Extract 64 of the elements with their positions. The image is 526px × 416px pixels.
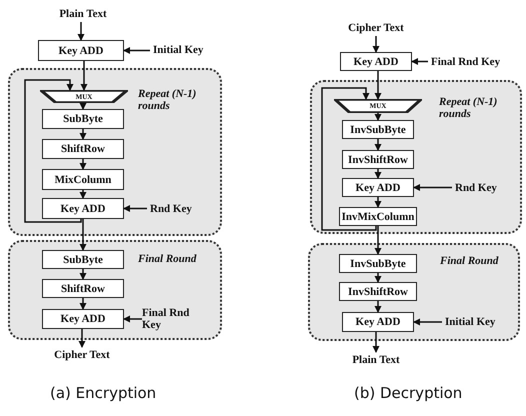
arrow bbox=[413, 318, 442, 326]
group-title: Final Round bbox=[138, 253, 198, 266]
text-label: Cipher Text bbox=[340, 20, 412, 36]
arrow bbox=[374, 226, 382, 255]
process-box: Key ADD bbox=[38, 40, 124, 61]
group-title: Final Round bbox=[440, 255, 500, 268]
arrow bbox=[321, 87, 377, 231]
process-box: MixColumn bbox=[42, 169, 124, 190]
arrow bbox=[80, 190, 86, 199]
text-label: Final Rnd Key bbox=[428, 53, 524, 71]
arrow bbox=[80, 298, 86, 310]
process-box: SubByte bbox=[42, 109, 124, 129]
group-title: Repeat (N-1) rounds bbox=[138, 88, 198, 112]
process-box: ShiftRow bbox=[42, 279, 124, 298]
arrow bbox=[123, 47, 150, 54]
arrow bbox=[413, 184, 452, 191]
arrow bbox=[80, 219, 86, 251]
text-label: Initial Key bbox=[150, 41, 220, 59]
arrow bbox=[78, 22, 84, 41]
text-label: Rnd Key bbox=[452, 180, 512, 196]
arrow bbox=[374, 301, 382, 313]
group-title: Repeat (N-1) rounds bbox=[439, 96, 498, 120]
process-box: Key ADD bbox=[340, 52, 412, 71]
arrow bbox=[80, 61, 88, 91]
process-box: InvMixColumn bbox=[339, 207, 417, 226]
arrow bbox=[374, 197, 382, 208]
arrow bbox=[374, 139, 382, 151]
process-box: InvSubByte bbox=[342, 120, 414, 139]
process-box: Key ADD bbox=[342, 312, 414, 332]
arrow bbox=[80, 269, 86, 280]
process-box: InvSubByte bbox=[339, 254, 417, 273]
arrow bbox=[372, 332, 380, 353]
arrow bbox=[80, 159, 86, 170]
process-box: Key ADD bbox=[42, 309, 124, 329]
arrow bbox=[374, 71, 382, 100]
text-label: Initial Key bbox=[442, 314, 514, 330]
round-group bbox=[310, 80, 522, 234]
text-label: Rnd Key bbox=[147, 201, 207, 217]
text-label: Final Rnd Key bbox=[142, 304, 208, 334]
round-group bbox=[8, 68, 222, 236]
arrow bbox=[123, 316, 142, 322]
arrow bbox=[411, 58, 428, 65]
figure-caption: (a) Encryption bbox=[50, 384, 156, 402]
process-box: SubByte bbox=[42, 250, 124, 269]
arrow bbox=[123, 205, 147, 212]
arrow bbox=[78, 329, 86, 348]
process-box: InvShiftRow bbox=[342, 150, 414, 169]
figure-caption: (b) Decryption bbox=[354, 384, 462, 402]
arrow bbox=[24, 79, 82, 223]
process-box: ShiftRow bbox=[42, 139, 124, 159]
arrow bbox=[374, 273, 382, 283]
round-group bbox=[308, 243, 520, 341]
process-box: InvShiftRow bbox=[339, 282, 417, 301]
arrow bbox=[372, 36, 380, 53]
round-group bbox=[8, 240, 222, 340]
process-box: Key ADD bbox=[42, 198, 124, 219]
arrow bbox=[374, 169, 382, 179]
arrow bbox=[374, 113, 382, 121]
process-box: Key ADD bbox=[342, 178, 414, 197]
text-label: Plain Text bbox=[340, 352, 412, 368]
text-label: Cipher Text bbox=[46, 347, 118, 363]
text-label: Plain Text bbox=[50, 6, 116, 22]
arrow bbox=[80, 103, 86, 110]
arrow bbox=[80, 129, 86, 140]
